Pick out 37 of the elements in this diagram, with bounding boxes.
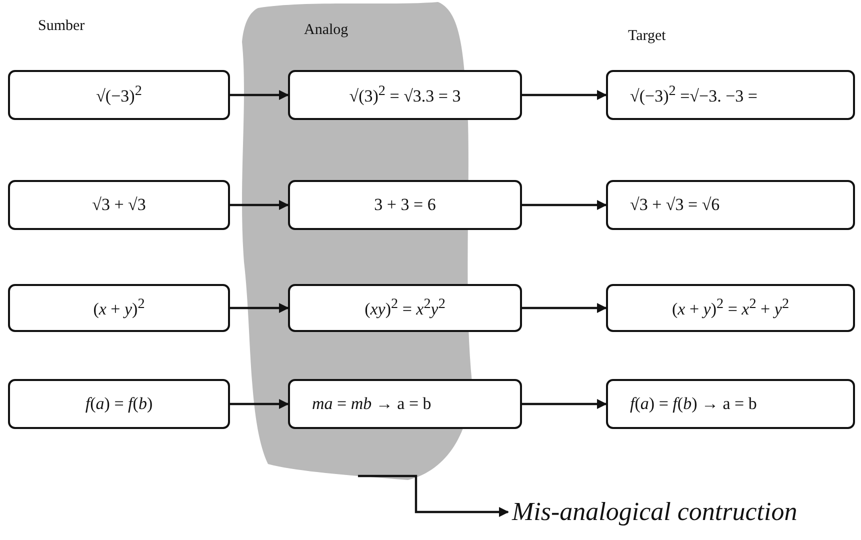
formula-box bbox=[8, 284, 230, 332]
arrow bbox=[230, 200, 289, 210]
formula-text: √(−3)$^{2}$ =√−3. −3 = bbox=[630, 83, 758, 107]
arrow bbox=[230, 399, 289, 409]
formula-box bbox=[8, 70, 230, 120]
column-heading: Analog bbox=[304, 22, 348, 39]
arrow bbox=[522, 200, 607, 210]
formula-text: √3 + √3 = √6 bbox=[630, 195, 720, 215]
arrow bbox=[522, 303, 607, 313]
formula-box bbox=[288, 180, 522, 230]
formula-box bbox=[606, 379, 855, 429]
annotation-text: Mis-analogical contruction bbox=[512, 497, 798, 527]
formula-box bbox=[606, 284, 855, 332]
formula-box bbox=[606, 70, 855, 120]
formula-box bbox=[288, 379, 522, 429]
formula-box bbox=[606, 180, 855, 230]
column-heading: Sumber bbox=[38, 18, 85, 35]
arrow bbox=[522, 399, 607, 409]
arrow bbox=[522, 90, 607, 100]
formula-text: √3 + √3 bbox=[92, 195, 146, 215]
formula-text: f(a) = f(b) → a = b bbox=[630, 394, 757, 414]
formula-text: √(3)$^{2}$ = √3.3 = 3 bbox=[349, 83, 461, 107]
arrow bbox=[230, 303, 289, 313]
formula-text: √(−3)$^{2}$ bbox=[96, 83, 142, 107]
formula-text: f(a) = f(b) bbox=[85, 394, 153, 414]
formula-box bbox=[8, 180, 230, 230]
formula-text: (x + y)$^{2}$ = x$^{2}$ + y$^{2}$ bbox=[672, 296, 790, 320]
arrow bbox=[230, 90, 289, 100]
formula-text: (xy)$^{2}$ = x$^{2}$y$^{2}$ bbox=[364, 296, 446, 320]
bent-arrow bbox=[358, 474, 509, 517]
formula-box bbox=[8, 379, 230, 429]
formula-text: (x + y)$^{2}$ bbox=[93, 296, 145, 320]
formula-box bbox=[288, 70, 522, 120]
column-heading: Target bbox=[628, 28, 666, 45]
formula-text: 3 + 3 = 6 bbox=[374, 195, 436, 215]
formula-text: ma = mb → a = b bbox=[312, 394, 432, 414]
formula-box bbox=[288, 284, 522, 332]
